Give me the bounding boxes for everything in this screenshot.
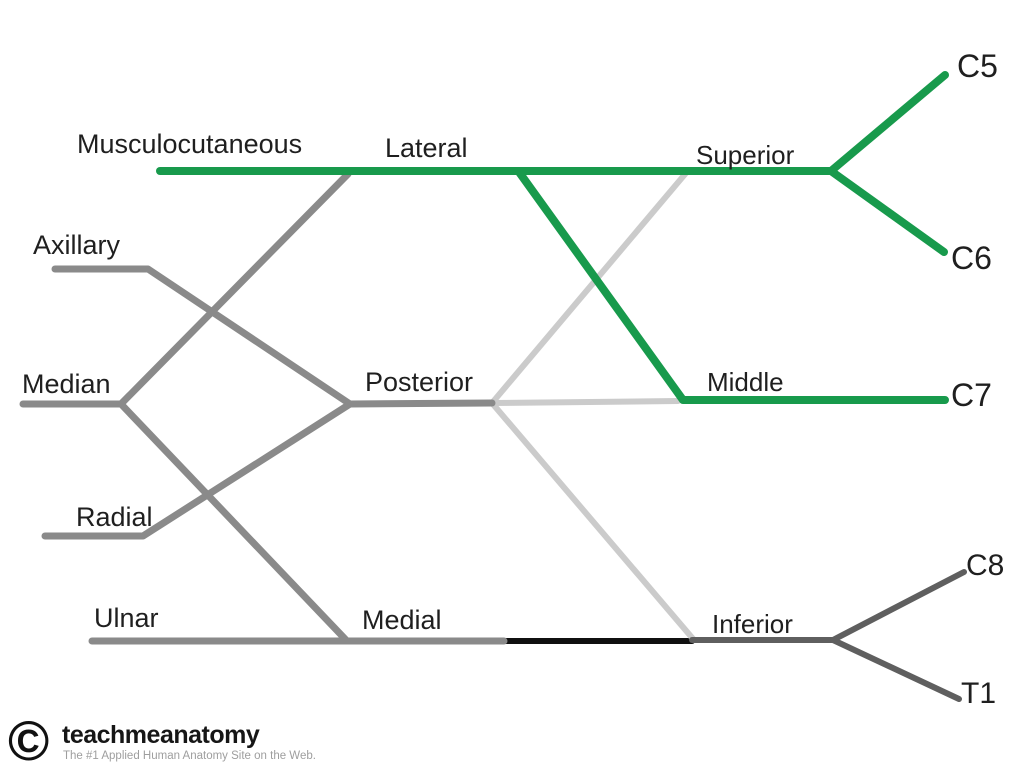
label-root-c6: C6 xyxy=(951,240,992,276)
middle-trunk-anterior-division-line xyxy=(515,168,949,404)
label-middle: Middle xyxy=(707,367,784,397)
label-posterior: Posterior xyxy=(365,367,474,397)
median-medial-root-line xyxy=(117,400,351,645)
label-lateral: Lateral xyxy=(385,133,468,163)
label-root-t1: T1 xyxy=(961,677,997,710)
superior-c6-branch xyxy=(827,167,948,256)
label-root-c8: C8 xyxy=(966,549,1005,582)
brand-tagline: The #1 Applied Human Anatomy Site on the… xyxy=(63,750,316,762)
radial-nerve-line xyxy=(41,400,354,540)
brand-name: teachmeanatomy xyxy=(62,721,260,749)
posterior-division-superior-trunk xyxy=(489,170,689,406)
superior-c5-branch xyxy=(827,71,949,175)
posterior-division-middle-trunk xyxy=(489,398,681,406)
label-ulnar: Ulnar xyxy=(94,603,159,633)
label-medial: Medial xyxy=(362,605,442,635)
axillary-nerve-line xyxy=(51,265,354,408)
copyright-icon: © xyxy=(8,709,50,768)
root-t1-branch xyxy=(830,637,962,702)
label-musculocutaneous: Musculocutaneous xyxy=(77,129,303,159)
posterior-cord-line xyxy=(346,399,496,408)
label-superior: Superior xyxy=(696,140,795,170)
posterior-division-inferior-trunk xyxy=(489,400,697,643)
label-median: Median xyxy=(22,369,111,399)
label-axillary: Axillary xyxy=(33,230,121,260)
label-root-c5: C5 xyxy=(957,48,998,84)
label-radial: Radial xyxy=(76,502,153,532)
label-root-c7: C7 xyxy=(951,377,992,413)
root-c8-branch xyxy=(830,569,967,643)
median-lateral-root-line xyxy=(117,170,352,408)
label-inferior: Inferior xyxy=(712,609,793,639)
